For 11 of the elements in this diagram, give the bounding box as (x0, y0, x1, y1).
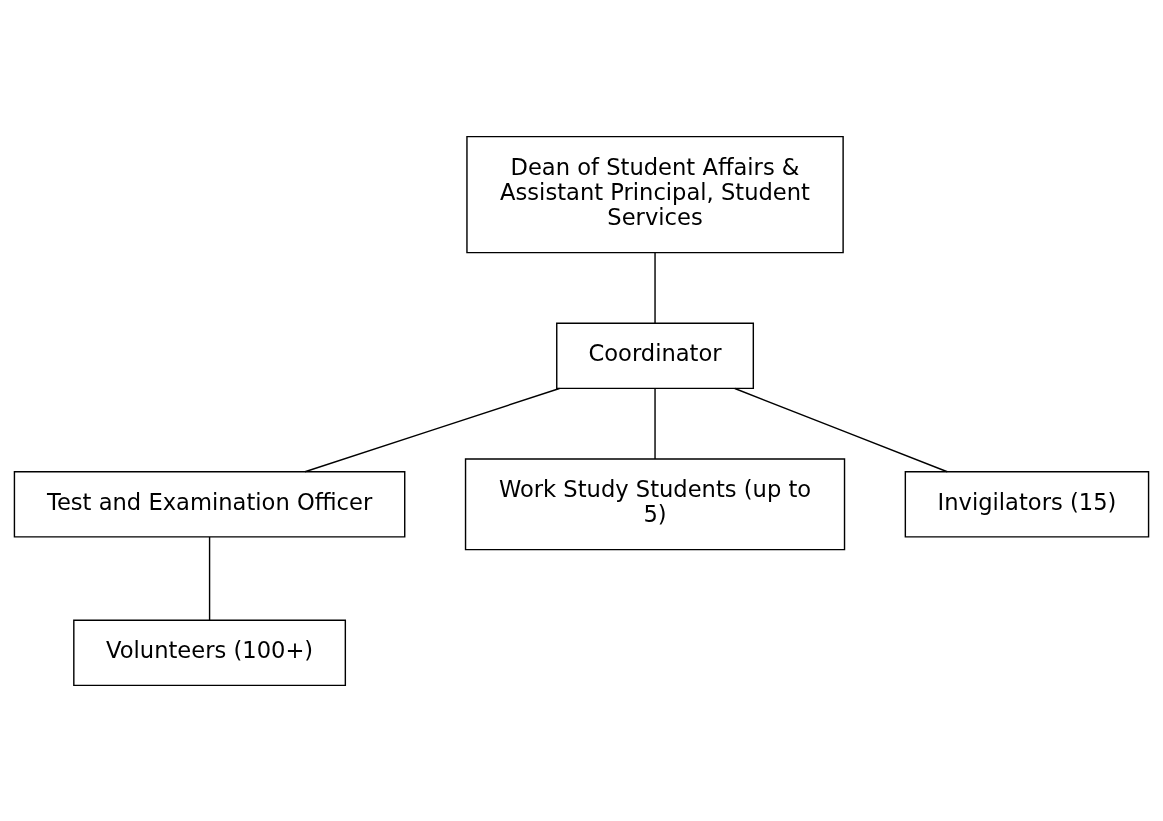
node-box: Test and Examination Officer (13, 470, 406, 538)
node-box: Volunteers (100+) (73, 619, 347, 686)
node-box: Invigilators (15) (904, 470, 1150, 538)
node-box: Work Study Students (up to 5) (464, 457, 846, 550)
connector (654, 387, 656, 460)
node-box: Dean of Student Affairs & Assistant Principal, Student Services (466, 135, 844, 253)
connector (654, 251, 656, 324)
connector (208, 535, 211, 621)
connector (734, 387, 948, 472)
node-box: Coordinator (556, 322, 755, 389)
connector (304, 387, 561, 472)
